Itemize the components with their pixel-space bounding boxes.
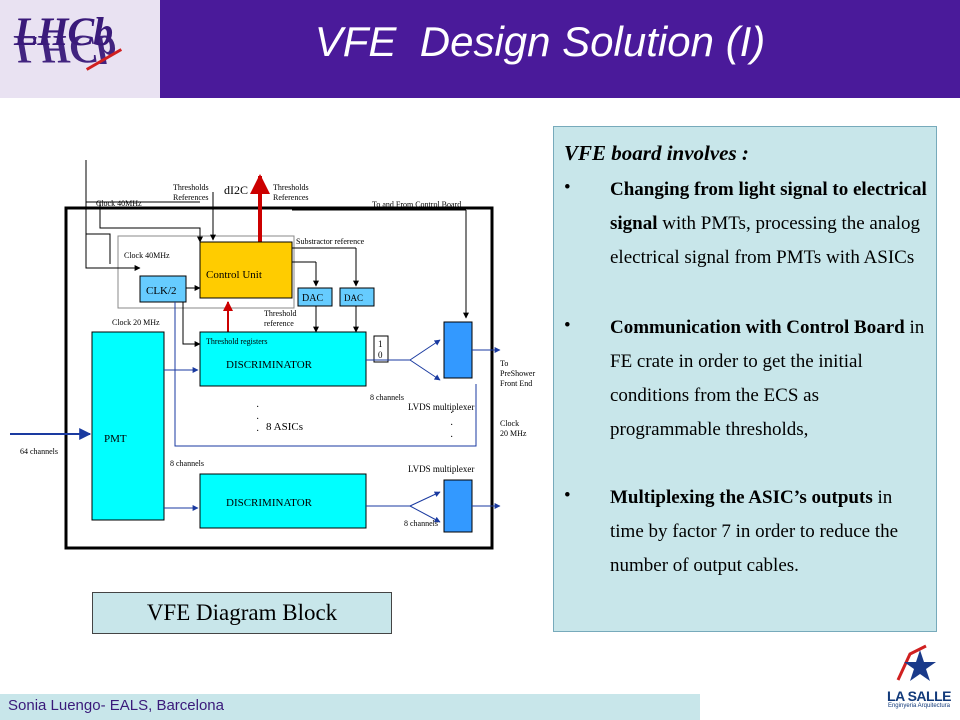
clock-40-top-label: Clock 40MHz (96, 199, 142, 208)
bullet-1-text: Changing from light signal to electrical… (610, 173, 930, 275)
clock-20-wire (174, 302, 477, 447)
svg-text:·: · (450, 408, 453, 419)
bullet-2-symbol: • (564, 315, 571, 336)
vfe-block-diagram: Clock 40MHz Thresholds References dI2C T… (10, 160, 535, 550)
bullet-2-rest: in FE crate in order to get the initial … (610, 317, 925, 440)
clk2-block (139, 275, 187, 303)
dac-block-1 (297, 287, 333, 307)
mux-bit-0: 0 (378, 350, 383, 360)
eight-channels-c-label: 8 channels (404, 519, 438, 528)
thresholds-refs-right-2: References (273, 193, 309, 202)
lvds-mux-bottom-label: LVDS multiplexer (408, 464, 474, 474)
footer-bar: Sonia Luengo- EALS, Barcelona (0, 694, 700, 720)
dac-block-2 (339, 287, 375, 307)
eight-channels-a-label: 8 channels (370, 393, 404, 402)
clock-20-right-2: 20 MHz (500, 429, 527, 438)
bullet-1-symbol: • (564, 177, 571, 198)
threshold-reference-1: Threshold (264, 309, 296, 318)
lhcb-logo-text: LHCb (14, 9, 113, 54)
threshold-reference-2: reference (264, 319, 294, 328)
eight-channels-b-label: 8 channels (170, 459, 204, 468)
di2c-label: dI2C (224, 183, 248, 197)
thresholds-refs-left-2: References (173, 193, 209, 202)
asic-ellipsis: · (256, 402, 259, 413)
board-frame (64, 206, 494, 550)
lhcb-logo: LHCb LHCb (0, 0, 160, 98)
eight-asics-label: 8 ASICs (266, 421, 303, 433)
to-preshower-2: PreShower (500, 369, 535, 378)
diagram-caption: VFE Diagram Block (92, 592, 392, 634)
discriminator-bottom-block (199, 473, 367, 529)
control-unit-label: Control Unit (206, 269, 262, 281)
lvds-mux-bottom-block (443, 479, 473, 533)
lasalle-name: LA SALLE (887, 688, 951, 704)
clock-20-right-1: Clock (500, 419, 519, 428)
pmt-block (91, 331, 165, 521)
description-box: VFE board involves : • Changing from lig… (553, 126, 937, 632)
thresholds-refs-left-1: Thresholds (173, 183, 209, 192)
inner-clock-frame (117, 235, 295, 309)
sixty-four-channels-label: 64 channels (20, 447, 58, 456)
lasalle-star-icon (896, 644, 936, 681)
bullet-2-bold: Communication with Control Board (610, 317, 905, 338)
bullet-3-text: Multiplexing the ASIC’s outputs in time … (610, 481, 930, 583)
substractor-reference-label: Substractor reference (296, 237, 365, 246)
title-bar: LHCb LHCb VFE Design Solution (I) (0, 0, 960, 98)
footer-author: Sonia Luengo- EALS, Barcelona (8, 697, 224, 714)
svg-text:·: · (256, 414, 259, 425)
clock-20-label: Clock 20 MHz (112, 318, 160, 327)
svg-text:·: · (450, 432, 453, 443)
description-heading: VFE board involves : (564, 141, 749, 165)
bullet-1-bold: Changing from light signal to electrical… (610, 179, 927, 234)
lasalle-logo: LA SALLE Enginyeria Arquitectura (880, 640, 958, 718)
lvds-mux-top-label: LVDS multiplexer (408, 402, 474, 412)
lasalle-sub: Enginyeria Arquitectura (887, 703, 951, 709)
discriminator-top-block (199, 331, 367, 387)
clock-40-wire (85, 160, 141, 271)
pmt-label: PMT (104, 433, 127, 445)
lvds-mux-top-block (443, 321, 473, 379)
svg-text:·: · (256, 426, 259, 437)
bullet-3-rest: in time by factor 7 in order to reduce t… (610, 487, 899, 576)
bullet-3-bold: Multiplexing the ASIC’s outputs (610, 487, 873, 508)
thresholds-refs-right-1: Thresholds (273, 183, 309, 192)
bullet-3-symbol: • (564, 485, 571, 506)
bullet-1-rest: with PMTs, processing the analog electri… (610, 213, 921, 268)
dac-label-2: DAC (344, 293, 363, 303)
bullet-2-text: Communication with Control Board in FE c… (610, 311, 930, 447)
clock-40-inner-label: Clock 40MHz (124, 251, 170, 260)
discriminator-top-label: DISCRIMINATOR (226, 359, 313, 371)
to-from-control-label: To and From Control Board (372, 200, 461, 209)
mux-bit-box (373, 335, 389, 363)
dac-label-1: DAC (302, 293, 323, 304)
clk2-label: CLK/2 (146, 285, 177, 297)
to-preshower-3: Front End (500, 379, 532, 388)
mux-bit-1: 1 (378, 339, 383, 349)
threshold-registers-label: Threshold registers (206, 337, 268, 346)
slide-title: VFE Design Solution (I) (314, 18, 766, 65)
control-unit-block (199, 241, 293, 299)
to-preshower-1: To (500, 359, 508, 368)
lhcb-logo-reflection: LHCb (14, 27, 117, 72)
svg-text:·: · (450, 420, 453, 431)
discriminator-bottom-label: DISCRIMINATOR (226, 497, 313, 509)
